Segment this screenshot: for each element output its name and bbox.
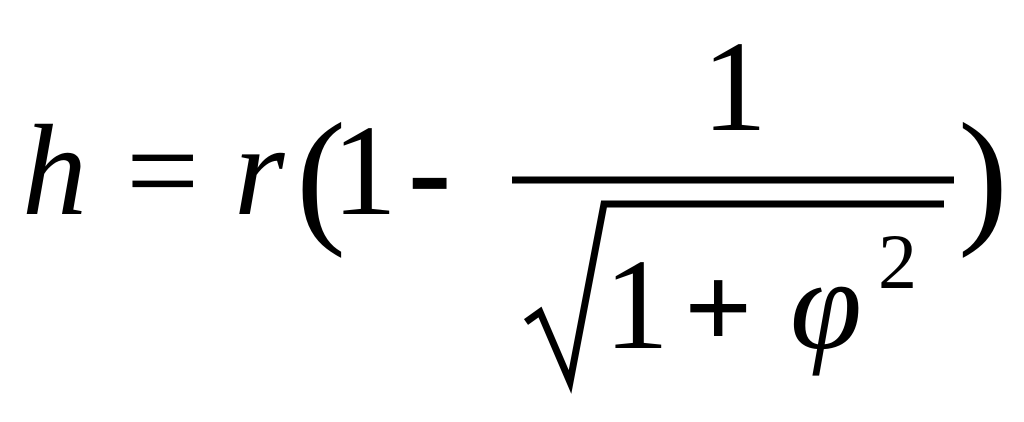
variable-h: h	[22, 99, 87, 243]
exponent-two: 2	[878, 218, 917, 305]
equals-sign: =	[126, 99, 199, 243]
numerator-one: 1	[702, 15, 767, 159]
number-one: 1	[332, 99, 397, 243]
radicand-one: 1	[604, 233, 669, 377]
plus-sign: +	[684, 241, 752, 374]
square-root-icon	[523, 200, 944, 394]
open-parenthesis: (	[296, 93, 346, 259]
close-parenthesis: )	[958, 93, 1008, 259]
variable-r: r	[234, 99, 285, 243]
variable-phi: φ	[790, 233, 862, 377]
minus-sign: -	[408, 99, 451, 243]
